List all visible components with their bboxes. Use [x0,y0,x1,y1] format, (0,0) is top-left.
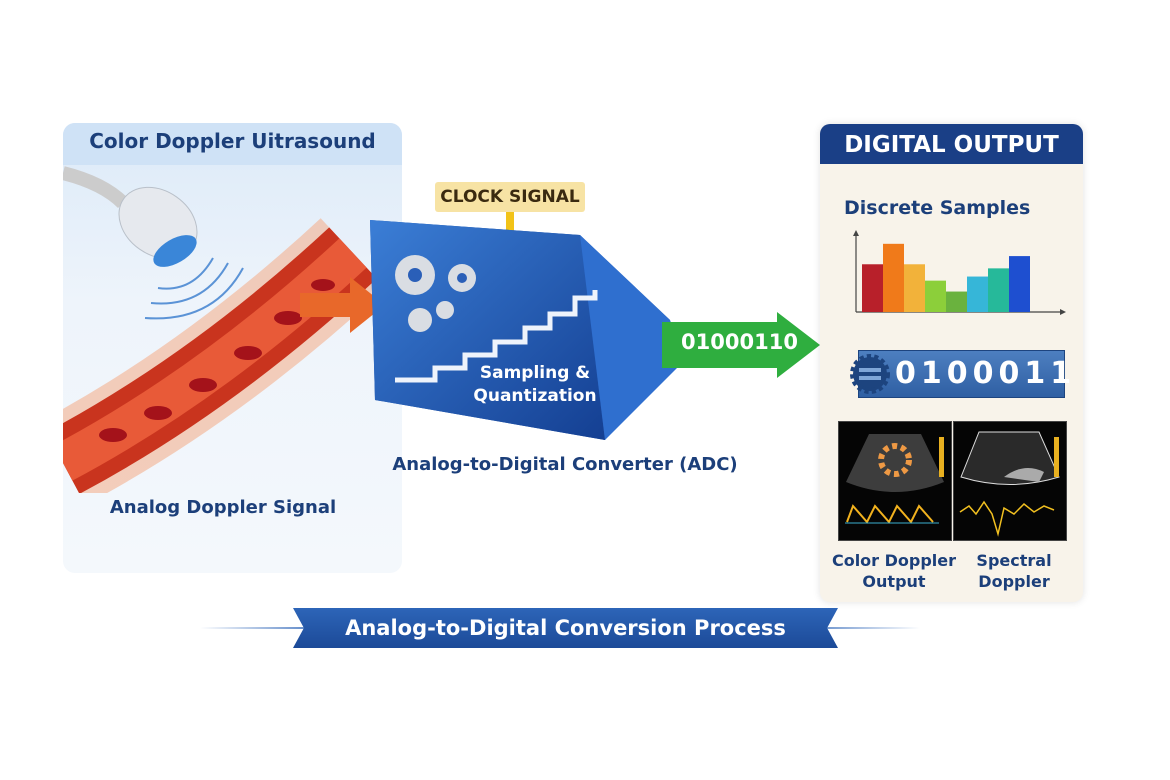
sq-line1: Sampling & [479,363,591,383]
sound-waves-icon [144,257,244,320]
binary-readout-box: 0100011 [850,350,1071,398]
sample-bar [1009,256,1030,312]
doppler-illustration [63,166,386,493]
orange-arrow-icon [300,277,385,333]
sample-bar [988,268,1009,312]
digital-output-panel: DIGITAL OUTPUT Discrete Samples 0100011 … [820,124,1083,602]
sample-bar [862,264,883,312]
process-banner-text: Analog-to-Digital Conversion Process [345,616,786,640]
ultrasound-panel: Color Doppler Uitrasound Analog Doppler … [63,123,402,573]
sample-bar [946,291,967,312]
analog-signal-label: Analog Doppler Signal [109,497,337,518]
binary-stream-label: 01000110 [681,330,798,354]
y-axis-arrow [853,230,859,236]
sampling-quantization-label: Sampling & Quantization [455,362,615,408]
blood-vessel [63,218,386,493]
discrete-samples-title: Discrete Samples [844,197,1031,219]
green-arrow-icon [662,312,820,378]
label-line: Color Doppler [831,551,957,570]
process-banner [293,608,838,648]
digital-output-header: DIGITAL OUTPUT [820,124,1083,164]
label-line: Spectral [976,551,1052,570]
color-doppler-image [838,421,952,541]
spectral-doppler-label: Spectral Doppler [947,550,1081,592]
gear-chip-icon [850,354,890,394]
spectral-doppler-image [953,421,1067,541]
sample-bar [883,243,904,312]
label-line: Doppler [978,572,1050,591]
sample-bar [904,264,925,312]
adc-caption: Analog-to-Digital Converter (ADC) [392,454,738,475]
gears-icon [395,255,476,332]
adc-block [370,220,685,440]
sample-bar [925,280,946,312]
label-line: Output [862,572,926,591]
ultrasound-probe-icon [63,166,198,267]
panel-title-band [63,123,402,165]
clock-signal-label: CLOCK SIGNAL [435,182,585,212]
sq-line2: Quantization [473,386,597,406]
sample-bar [967,276,988,312]
binary-readout: 0100011 [895,356,1077,391]
x-axis-arrow [1060,309,1066,315]
color-doppler-output-label: Color Doppler Output [827,550,961,592]
staircase-icon [395,290,598,383]
panel-title: Color Doppler Uitrasound [89,129,376,153]
discrete-samples-chart [853,230,1066,315]
